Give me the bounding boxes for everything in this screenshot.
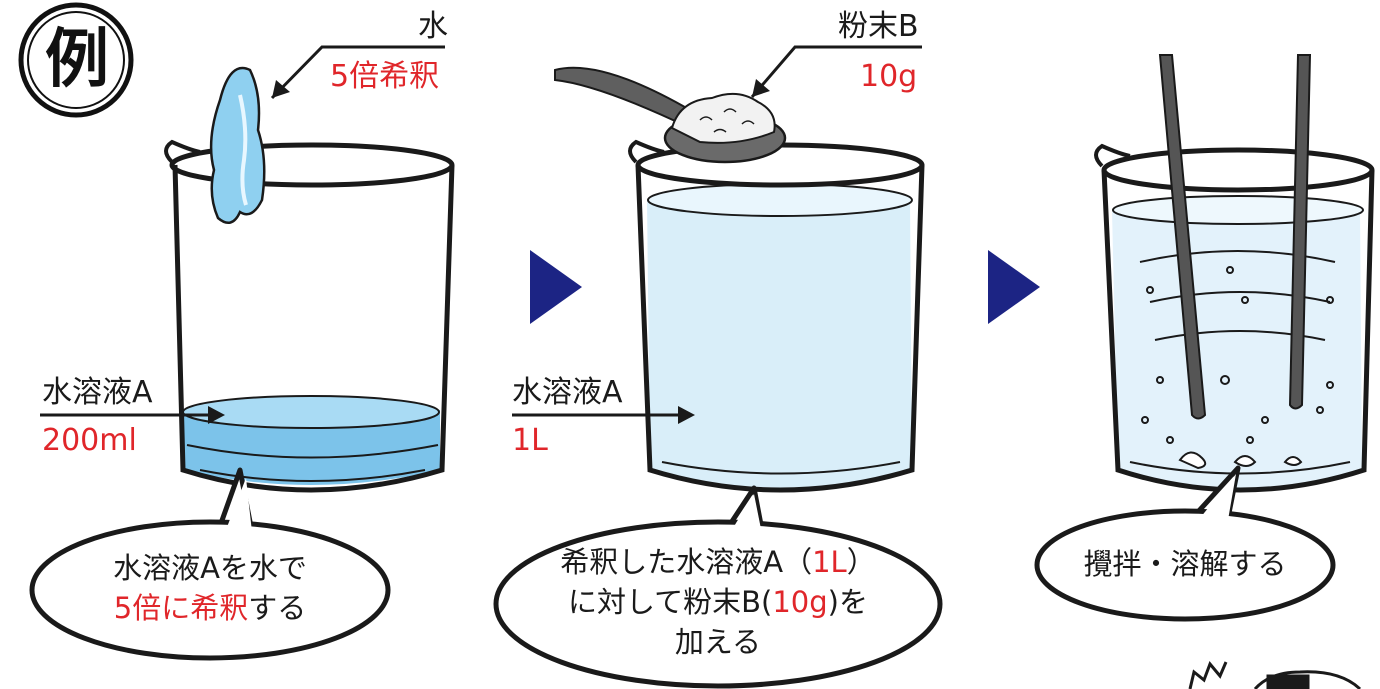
solution-a-volume-2: 1L — [512, 423, 548, 458]
bubble-2-line-1: 希釈した水溶液A（1L） — [500, 542, 936, 582]
bubble-2-line-1-a: 希釈した水溶液A（ — [560, 545, 813, 579]
speech-bubble-1 — [29, 467, 391, 661]
powder-label: 粉末B — [838, 9, 919, 44]
beaker-2 — [628, 139, 925, 493]
bubble-2-line-1-b: ） — [846, 545, 876, 579]
bubble-2-line-1-highlight: 1L — [812, 545, 847, 579]
bubble-1-suffix: する — [248, 591, 307, 625]
solution-pointer-2 — [512, 406, 695, 424]
bubble-2-line-2-a: に対して粉末B( — [568, 585, 773, 619]
corner-sketch — [1188, 661, 1362, 689]
bubble-2-line-2: に対して粉末B(10g)を — [500, 582, 936, 622]
solution-a-label-2: 水溶液A — [512, 375, 623, 410]
water-label: 水 — [418, 9, 448, 44]
bubble-1-line-1: 水溶液Aを水で — [113, 551, 307, 585]
bubble-1-highlight: 5倍に希釈 — [113, 591, 249, 625]
bubble-1-line-2: 5倍に希釈する — [40, 588, 380, 628]
step-arrow-icon — [530, 250, 582, 324]
solution-a-volume-1: 200ml — [42, 423, 137, 458]
bubble-3-text: 攪拌・溶解する — [1083, 547, 1287, 581]
powder-amount: 10g — [860, 59, 918, 94]
water-pointer — [270, 45, 445, 100]
speech-bubble-3 — [1034, 465, 1336, 622]
solution-a-label-1: 水溶液A — [42, 375, 153, 410]
speech-bubble-2 — [493, 485, 943, 689]
bubble-1-text: 水溶液Aを水で 5倍に希釈する — [40, 548, 380, 628]
spoon-icon — [554, 66, 787, 164]
bubble-2-line-2-b: )を — [827, 585, 868, 619]
water-dilution-value: 5倍希釈 — [330, 59, 440, 94]
beaker-3 — [1094, 143, 1375, 493]
bubble-2-text: 希釈した水溶液A（1L） に対して粉末B(10g)を 加える — [500, 542, 936, 662]
stir-rod-icon — [1158, 54, 1312, 420]
water-stream-icon — [209, 66, 266, 225]
example-badge: 例 — [45, 22, 109, 97]
beaker-1 — [164, 139, 455, 493]
step-arrow-icon — [988, 250, 1040, 324]
bubble-2-line-2-highlight: 10g — [772, 585, 828, 619]
badge-circle — [18, 2, 134, 118]
solution-pointer-1 — [40, 406, 225, 424]
bubble-2-line-3: 加える — [674, 625, 762, 659]
powder-pointer — [750, 45, 922, 98]
